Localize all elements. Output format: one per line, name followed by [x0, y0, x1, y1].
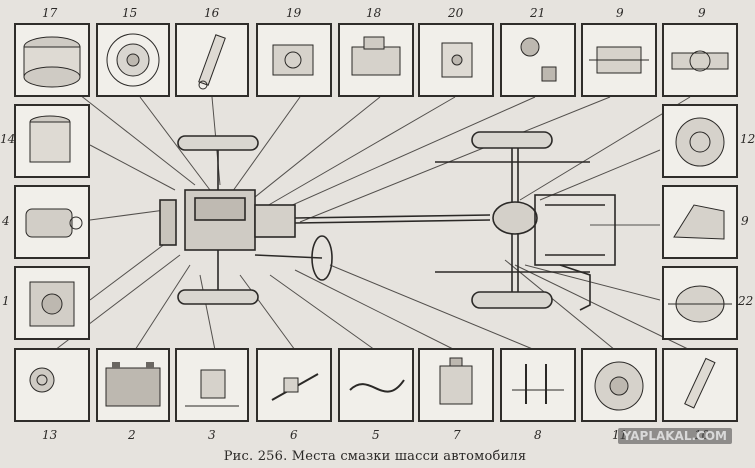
- label-5: 5: [372, 428, 380, 442]
- distributor-illustration: [29, 281, 75, 327]
- detail-frame-11: [581, 348, 657, 422]
- wheel-hub-illustration: [106, 33, 160, 87]
- shock-absorber-illustration: [198, 34, 226, 90]
- detail-frame-13: [14, 348, 90, 422]
- pedals-illustration: [512, 364, 564, 404]
- brake-cylinder-illustration: [439, 357, 473, 405]
- figure-caption: Рис. 256. Места смазки шасси автомобиля: [223, 449, 527, 464]
- universal-joint-illustration: [589, 46, 649, 74]
- universal-joint-illustration-2: [671, 50, 729, 72]
- rear-hub-illustration: [673, 204, 725, 240]
- water-pump-illustration: [185, 369, 239, 407]
- label-9-top-a: 9: [616, 6, 624, 20]
- detail-frame-16: [175, 23, 249, 97]
- detail-frame-19: [256, 23, 332, 97]
- detail-frame-15: [96, 23, 170, 97]
- cable-illustration: [349, 379, 405, 393]
- label-9-right: 9: [741, 214, 749, 228]
- steering-gear-illustration: [272, 44, 314, 76]
- detail-frame-6: [256, 348, 332, 422]
- detail-frame-7: [418, 348, 494, 422]
- differential-illustration: [668, 285, 732, 323]
- generator-illustration: [25, 208, 83, 238]
- label-1: 1: [2, 294, 10, 308]
- label-3: 3: [208, 428, 216, 442]
- label-14: 14: [0, 132, 16, 146]
- label-22: 22: [738, 294, 754, 308]
- label-4: 4: [2, 214, 10, 228]
- detail-frame-9a: [581, 23, 657, 97]
- pump-illustration: [351, 36, 401, 76]
- label-20: 20: [448, 6, 464, 20]
- detail-frame-5: [338, 348, 414, 422]
- detail-frame-12: [662, 104, 738, 178]
- brake-drum-illustration: [675, 117, 725, 167]
- grease-cup-illustration: [520, 37, 557, 82]
- detail-frame-9b: [662, 23, 738, 97]
- battery-illustration: [105, 362, 161, 407]
- label-13: 13: [42, 428, 58, 442]
- label-7: 7: [453, 428, 461, 442]
- watermark: YAPLAKAL.COM: [617, 428, 732, 444]
- rear-shock-absorber-illustration: [684, 357, 716, 409]
- label-8: 8: [534, 428, 542, 442]
- air-filter-illustration: [23, 36, 81, 88]
- detail-frame-2: [96, 348, 170, 422]
- detail-frame-4: [14, 185, 90, 259]
- bracket-illustration: [441, 42, 473, 78]
- detail-frame-9c: [662, 185, 738, 259]
- detail-frame-22: [662, 266, 738, 340]
- bearing-illustration: [29, 367, 55, 393]
- oil-filter-illustration: [29, 115, 71, 163]
- label-17: 17: [42, 6, 58, 20]
- label-15: 15: [122, 6, 138, 20]
- detail-frame-8: [500, 348, 576, 422]
- label-18: 18: [366, 6, 382, 20]
- label-6: 6: [290, 428, 298, 442]
- label-2: 2: [128, 428, 136, 442]
- chassis-frame: [159, 131, 616, 311]
- detail-frame-20: [418, 23, 494, 97]
- leader-lines: [54, 94, 691, 351]
- label-12: 12: [740, 132, 755, 146]
- label-21: 21: [530, 6, 546, 20]
- detail-frame-1: [14, 266, 90, 340]
- detail-frame-17: [14, 23, 90, 97]
- detail-frame-14: [14, 104, 90, 178]
- detail-frame-18: [338, 23, 414, 97]
- detail-frame-21: [500, 23, 576, 97]
- label-16: 16: [204, 6, 220, 20]
- detail-frame-3: [175, 348, 249, 422]
- pedal-linkage-illustration: [271, 373, 319, 401]
- front-hub-illustration: [594, 361, 644, 411]
- label-19: 19: [286, 6, 302, 20]
- label-9-top-b: 9: [698, 6, 706, 20]
- detail-frame-10: [662, 348, 738, 422]
